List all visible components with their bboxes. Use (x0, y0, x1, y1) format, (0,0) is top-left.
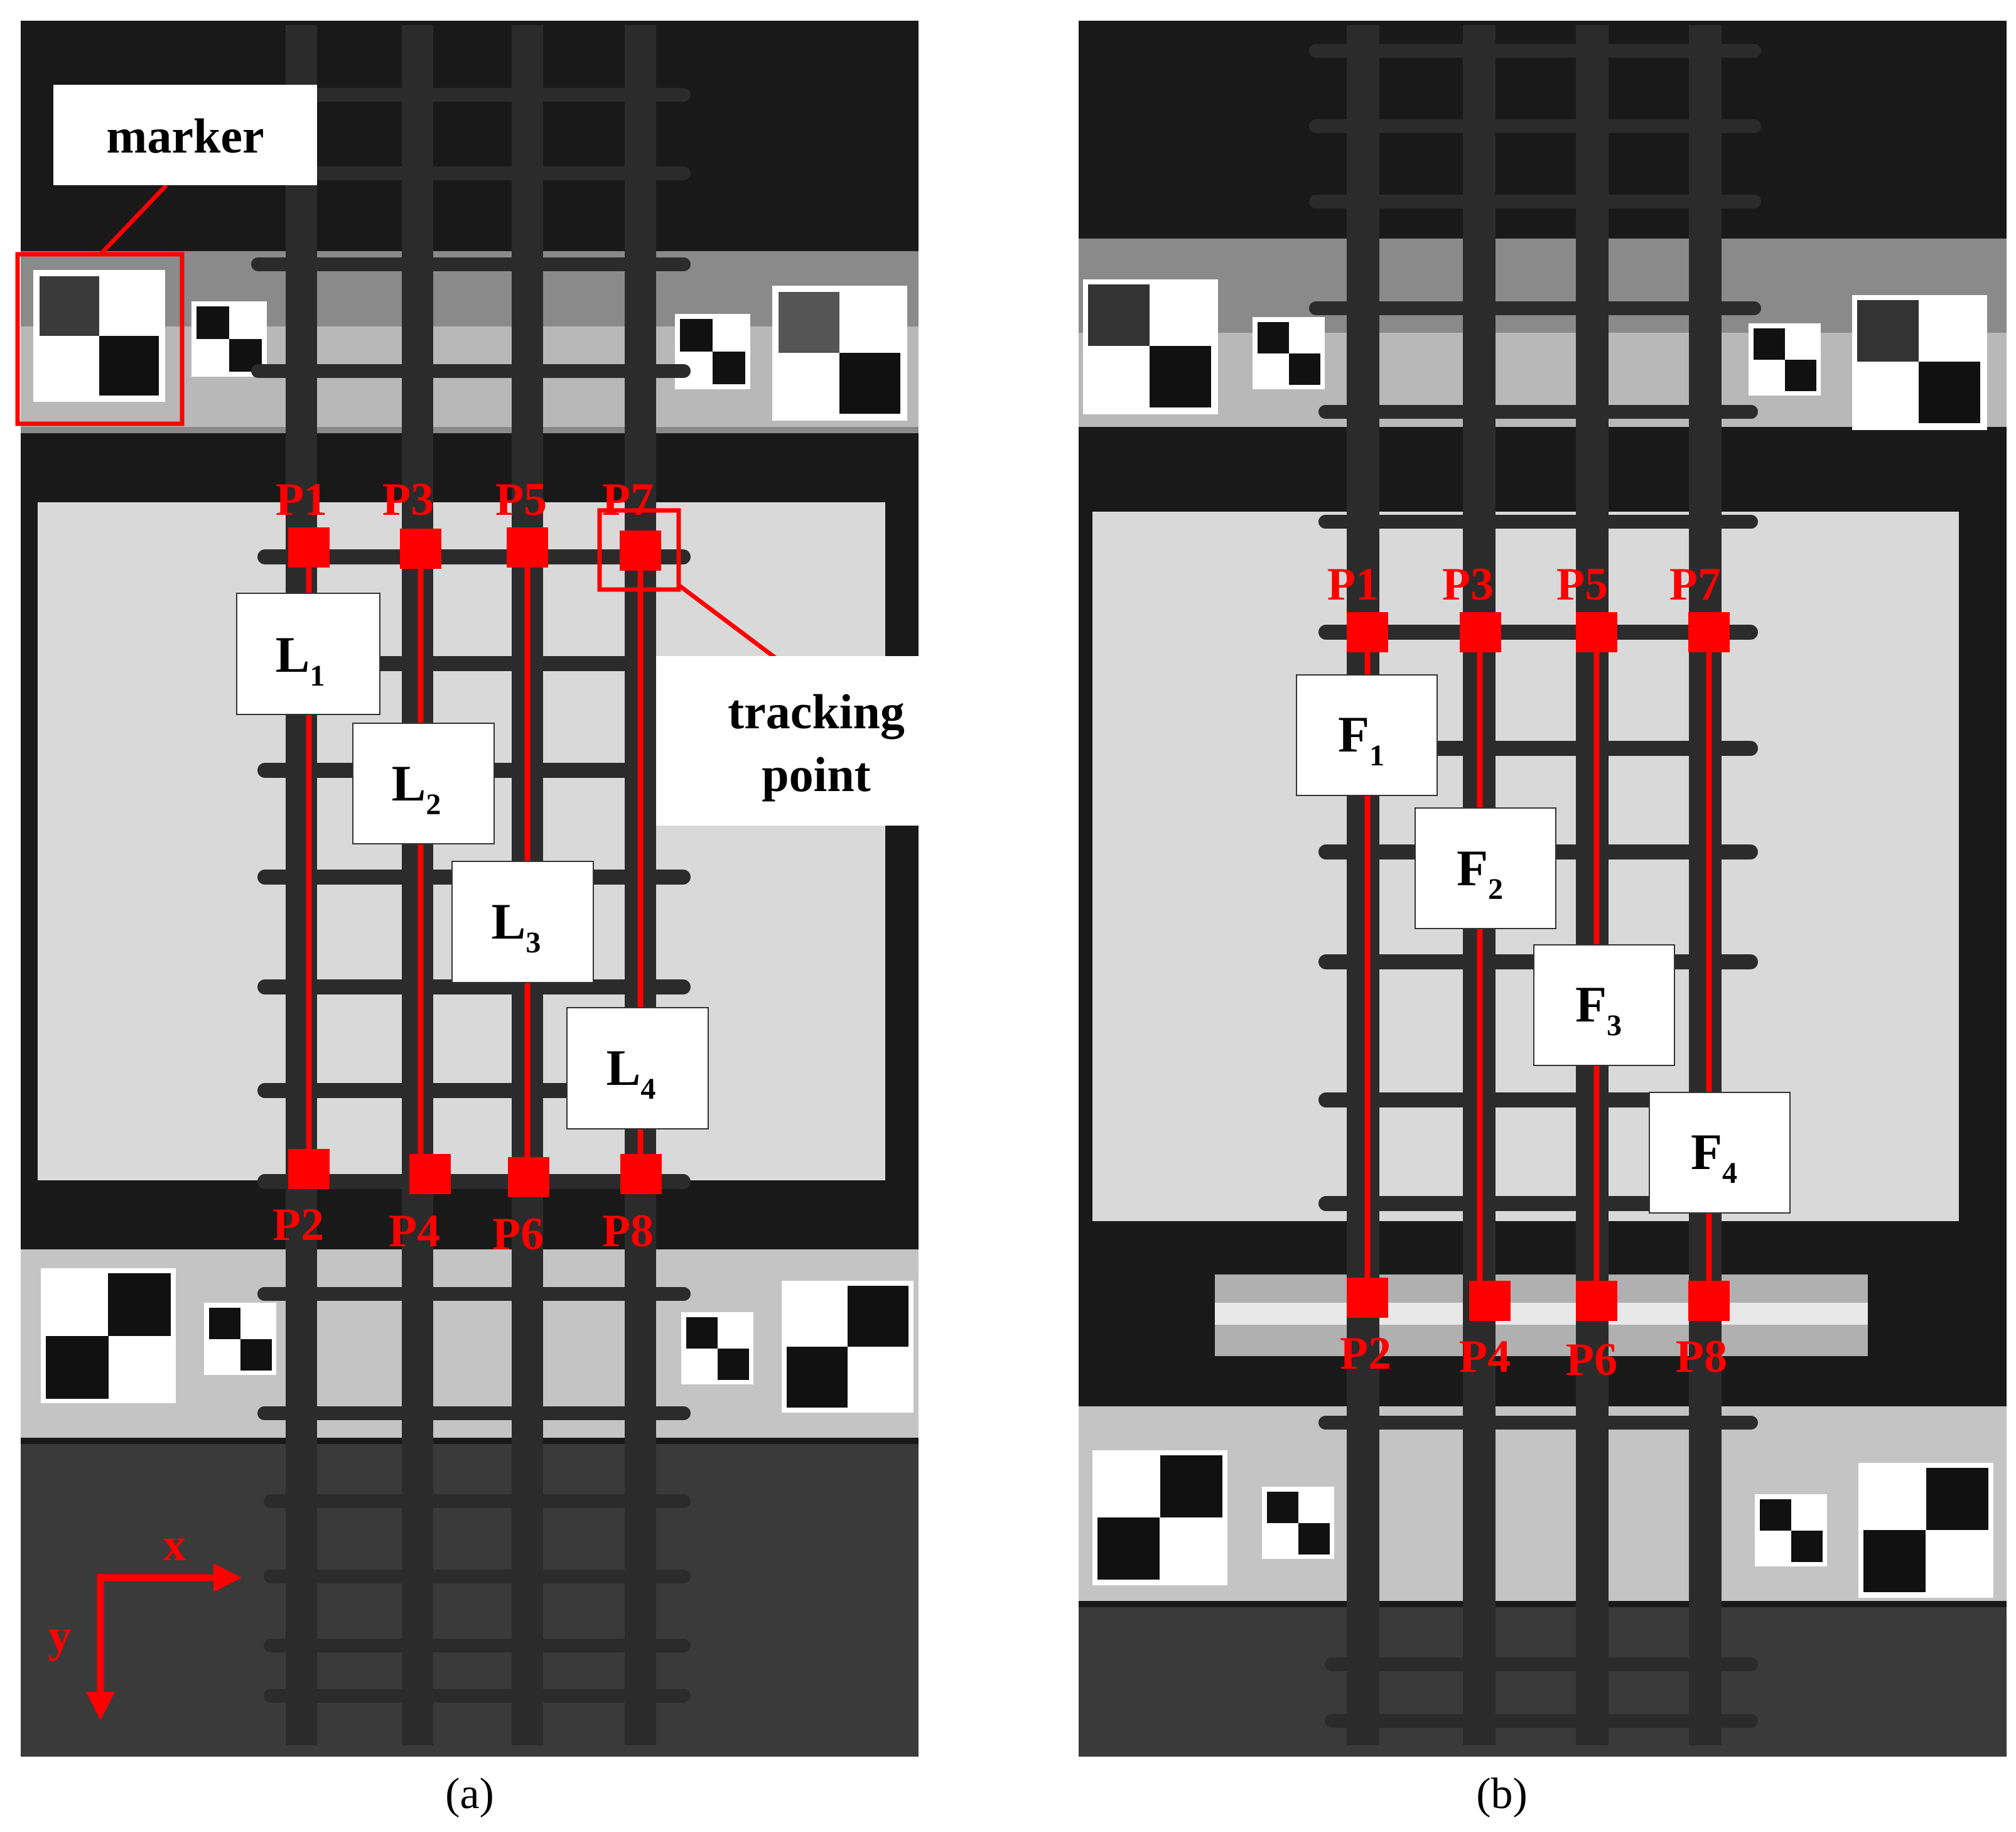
svg-text:F2: F2 (1457, 839, 1503, 906)
point-label-a-P1: P1 (276, 474, 327, 525)
lower-grip-b (1079, 1406, 2007, 1601)
checker-marker-a8 (782, 1281, 914, 1413)
panel-a: marker tracking point P1 P3 P5 P7 P2 P4 … (15, 21, 920, 1818)
checker-marker-b3 (1749, 323, 1821, 396)
tracking-points-a (288, 527, 662, 1197)
svg-text:F3: F3 (1575, 976, 1622, 1042)
point-label-a-P3: P3 (382, 474, 434, 525)
checker-marker-b5 (1092, 1450, 1227, 1585)
point-label-a-P4: P4 (389, 1205, 440, 1257)
y-axis-arrowhead (86, 1692, 115, 1720)
point-label-a-P8: P8 (602, 1205, 654, 1257)
axis-y-label: y (48, 1610, 72, 1662)
tracking-highlight-box (597, 508, 681, 592)
checker-marker-a3 (675, 314, 750, 389)
caption-a: (a) (445, 1770, 494, 1818)
point-label-b-P6: P6 (1566, 1334, 1617, 1386)
tracking-points-b (1347, 612, 1730, 1321)
caption-b: (b) (1476, 1770, 1528, 1818)
length-label-F1: F1 (1296, 674, 1438, 796)
checker-marker-a5 (41, 1268, 176, 1403)
svg-text:L3: L3 (492, 893, 541, 959)
checker-marker-a7 (681, 1312, 753, 1384)
length-label-F3: F3 (1533, 944, 1675, 1066)
length-labels-a: L1 L2 L3 L4 (236, 593, 709, 1129)
point-label-b-P3: P3 (1442, 559, 1494, 610)
checker-marker-a2 (191, 301, 267, 377)
checker-marker-a1 (33, 270, 165, 402)
checker-marker-b7 (1755, 1494, 1827, 1566)
axes-indicator (86, 1563, 242, 1720)
svg-text:F1: F1 (1338, 706, 1384, 772)
point-labels-b: P1 P3 P5 P7 P2 P4 P6 P8 (1327, 559, 1727, 1386)
checker-marker-a4 (772, 286, 907, 421)
length-labels-b: F1 F2 F3 F4 (1296, 674, 1791, 1214)
length-label-L3: L3 (451, 861, 594, 983)
marker-label: marker (106, 109, 264, 163)
checker-marker-b1 (1083, 279, 1218, 414)
point-label-b-P8: P8 (1676, 1331, 1727, 1382)
point-labels-a: P1 P3 P5 P7 P2 P4 P6 P8 (272, 474, 654, 1260)
point-label-b-P4: P4 (1459, 1331, 1511, 1382)
panel-b: P1 P3 P5 P7 P2 P4 P6 P8 F1 F2 F3 (1079, 21, 2007, 1818)
point-label-b-P1: P1 (1327, 559, 1379, 610)
tracking-label-line2: point (762, 747, 870, 802)
x-axis-arrowhead (213, 1563, 242, 1592)
marker-highlight-box (15, 252, 185, 426)
checker-marker-b6 (1262, 1487, 1334, 1559)
svg-text:L4: L4 (606, 1039, 656, 1106)
length-label-L2: L2 (352, 723, 495, 844)
point-label-a-P7: P7 (602, 474, 654, 525)
marker-callout: marker (15, 85, 317, 426)
point-label-b-P5: P5 (1556, 559, 1608, 610)
point-label-a-P2: P2 (272, 1199, 324, 1251)
length-label-F4: F4 (1649, 1092, 1791, 1214)
tracking-label-line1: tracking (728, 684, 905, 739)
point-label-b-P2: P2 (1340, 1328, 1391, 1379)
point-label-b-P7: P7 (1669, 559, 1721, 610)
length-label-L4: L4 (566, 1007, 709, 1129)
checker-marker-b8 (1858, 1463, 1993, 1598)
axis-x-label: x (163, 1519, 186, 1571)
checker-marker-b4 (1852, 295, 1987, 430)
length-label-L1: L1 (236, 593, 380, 715)
checker-marker-b2 (1253, 317, 1325, 389)
checker-marker-a6 (204, 1303, 276, 1375)
point-label-a-P6: P6 (492, 1209, 544, 1260)
length-label-F2: F2 (1415, 807, 1556, 929)
tracking-point-callout: tracking point (597, 508, 920, 826)
svg-text:F4: F4 (1691, 1123, 1737, 1190)
svg-text:L2: L2 (392, 755, 441, 821)
svg-text:L1: L1 (276, 626, 325, 692)
point-label-a-P5: P5 (495, 474, 547, 525)
